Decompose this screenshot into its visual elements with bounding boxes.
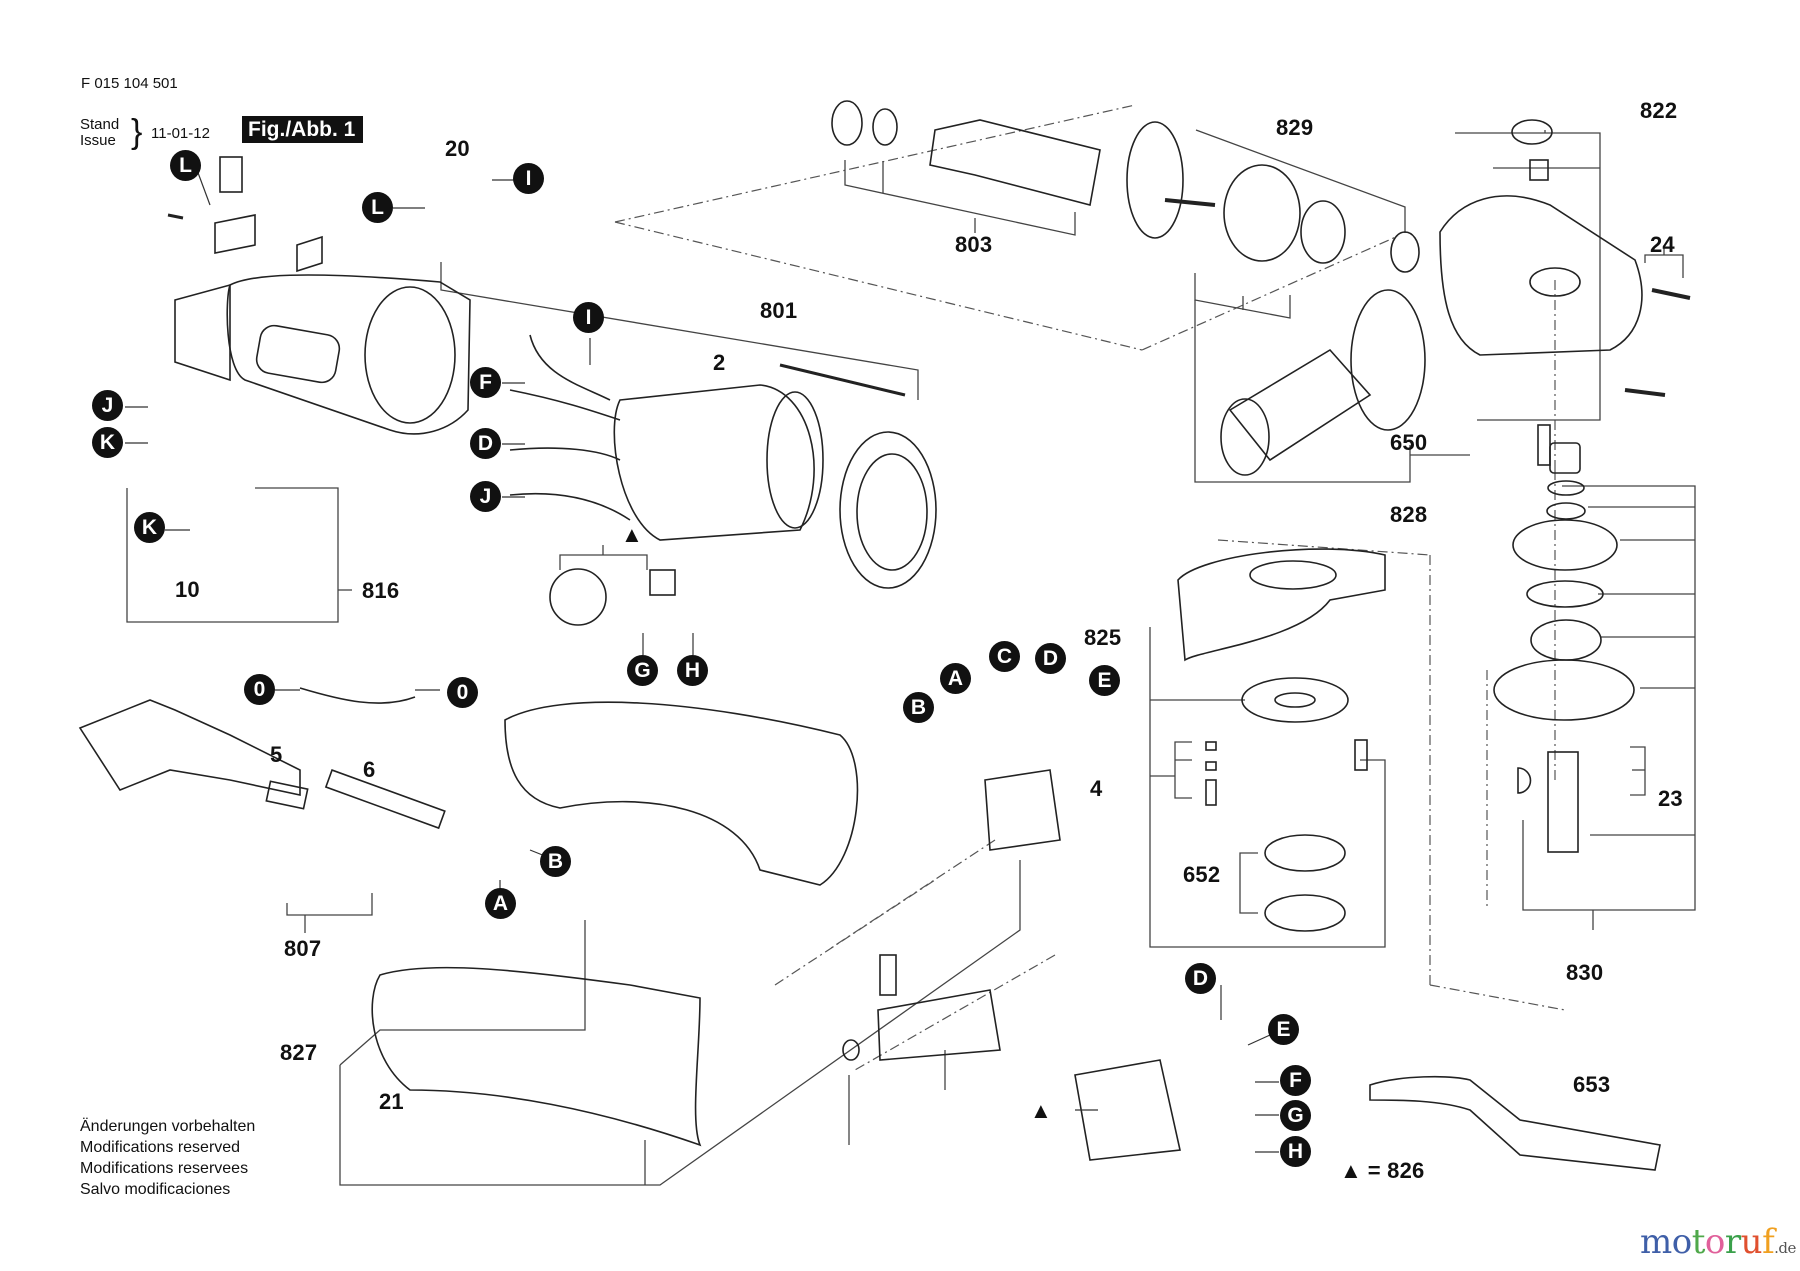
connector-badge-K: K <box>134 512 165 543</box>
part-label-5[interactable]: 5 <box>270 742 283 767</box>
triangle-marker: ▲ <box>1030 1098 1052 1123</box>
connector-badge-H: H <box>1280 1136 1311 1167</box>
connector-badge-G: G <box>1280 1100 1311 1131</box>
part-label-652[interactable]: 652 <box>1183 862 1221 887</box>
handle-cover <box>371 966 702 1147</box>
connector-badge-D: D <box>470 428 501 459</box>
electronic-module <box>1074 1059 1181 1161</box>
part-label-807[interactable]: 807 <box>284 936 322 961</box>
wheel-guard <box>1177 548 1386 662</box>
triangle-legend-symbol: ▲ <box>1340 1158 1362 1183</box>
connector-badge-G: G <box>627 655 658 686</box>
triangle-legend-value: = 826 <box>1367 1158 1425 1183</box>
part-label-6[interactable]: 6 <box>363 757 376 782</box>
switch-module <box>984 769 1061 851</box>
logo-suffix: .de <box>1774 1239 1796 1257</box>
connector-badge-C: C <box>989 641 1020 672</box>
note-es: Salvo modificaciones <box>80 1181 231 1198</box>
part-label-2[interactable]: 2 <box>713 350 726 375</box>
part-label-4[interactable]: 4 <box>1090 776 1103 801</box>
connector-badge-F: F <box>1280 1065 1311 1096</box>
connector-badge-D: D <box>1035 643 1066 674</box>
part-label-827[interactable]: 827 <box>280 1040 318 1065</box>
mains-plug <box>78 699 301 796</box>
connector-badge-I: I <box>573 302 604 333</box>
issue-date: 11-01-12 <box>151 125 210 142</box>
connector-badge-L: L <box>362 192 393 223</box>
alignment-lines <box>614 104 1566 1071</box>
logo-letter: u <box>1740 1222 1763 1262</box>
connector-badge-H: H <box>677 655 708 686</box>
part-label-801[interactable]: 801 <box>760 298 798 323</box>
spanner-wrench <box>1369 1075 1661 1171</box>
connector-badge-0: 0 <box>244 674 275 705</box>
modification-notes: Änderungen vorbehalten Modifications res… <box>80 1116 255 1200</box>
part-label-822[interactable]: 822 <box>1640 98 1678 123</box>
connector-badge-J: J <box>92 390 123 421</box>
part-label-825[interactable]: 825 <box>1084 625 1122 650</box>
armature <box>929 119 1101 206</box>
connector-badge-B: B <box>903 692 934 723</box>
issue-label: Issue <box>80 132 116 149</box>
part-label-828[interactable]: 828 <box>1390 502 1428 527</box>
connector-badge-I: I <box>513 163 544 194</box>
logo-letter: r <box>1724 1222 1741 1262</box>
gear-housing <box>1439 195 1643 356</box>
logo-letter: m <box>1640 1222 1672 1262</box>
logo-letter: o <box>1671 1222 1692 1262</box>
connector-badge-E: E <box>1268 1014 1299 1045</box>
logo-letter: o <box>1704 1222 1725 1262</box>
note-en: Modifications reserved <box>80 1139 241 1156</box>
triangle-marker: ▲ <box>621 522 643 547</box>
part-label-650[interactable]: 650 <box>1390 430 1428 455</box>
connector-badge-A: A <box>940 663 971 694</box>
part-label-653[interactable]: 653 <box>1573 1072 1611 1097</box>
stand-issue-label: Stand Issue <box>80 117 119 149</box>
brace: } <box>131 113 143 151</box>
part-label-830[interactable]: 830 <box>1566 960 1604 985</box>
part-label-21[interactable]: 21 <box>379 1089 404 1114</box>
field-stator <box>613 384 815 541</box>
logo-letter: f <box>1762 1222 1775 1262</box>
part-label-803[interactable]: 803 <box>955 232 993 257</box>
figure-label: Fig./Abb. 1 <box>242 116 364 143</box>
note-de: Änderungen vorbehalten <box>80 1118 256 1135</box>
part-number: F 015 104 501 <box>81 75 178 92</box>
connector-badge-B: B <box>540 846 571 877</box>
connector-badge-F: F <box>470 367 501 398</box>
connector-badge-K: K <box>92 427 123 458</box>
carbon-brush-top <box>219 156 243 193</box>
triangle-legend: ▲ = 826 <box>1340 1158 1424 1184</box>
rear-housing-half <box>504 701 859 886</box>
part-label-816[interactable]: 816 <box>362 578 400 603</box>
part-label-829[interactable]: 829 <box>1276 115 1314 140</box>
stand-label: Stand <box>80 116 120 133</box>
motor-housing <box>226 274 471 435</box>
bracket-lines <box>126 129 1696 1186</box>
connector-badge-J: J <box>470 481 501 512</box>
connector-badge-A: A <box>485 888 516 919</box>
logo-letter: t <box>1691 1222 1706 1262</box>
connector-badge-0: 0 <box>447 677 478 708</box>
part-label-20[interactable]: 20 <box>445 136 470 161</box>
part-label-24[interactable]: 24 <box>1650 232 1675 257</box>
connector-badge-L: L <box>170 150 201 181</box>
part-label-10[interactable]: 10 <box>175 577 200 602</box>
connector-badge-E: E <box>1089 665 1120 696</box>
note-fr: Modifications reservees <box>80 1160 249 1177</box>
connector-badge-D: D <box>1185 963 1216 994</box>
part-outlines <box>78 100 1691 1171</box>
part-label-23[interactable]: 23 <box>1658 786 1683 811</box>
motoruf-logo[interactable]: motoruf.de <box>1640 1222 1796 1262</box>
